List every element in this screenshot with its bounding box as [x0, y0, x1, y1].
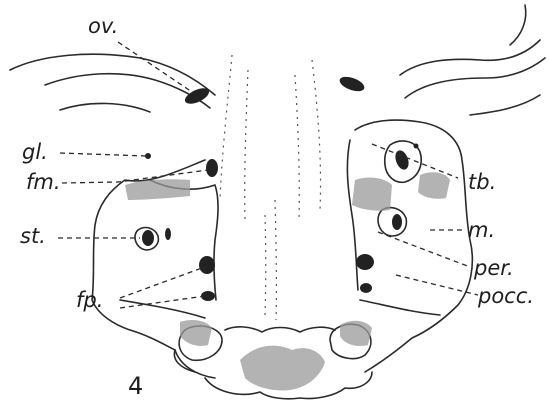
right-optic-foramen — [338, 74, 367, 94]
left-hatch-upper — [125, 179, 190, 200]
label-per: per. — [474, 258, 514, 279]
label-gl: gl. — [22, 142, 48, 163]
basioccipital-curve — [225, 327, 335, 332]
right-zygomatic-lower — [470, 95, 540, 115]
label-ov: ov. — [88, 16, 118, 37]
label-m: m. — [468, 220, 495, 241]
gl-leader — [60, 153, 146, 156]
right-hatch-ear — [352, 178, 392, 211]
label-pocc: pocc. — [478, 286, 534, 307]
left-jaw-lobe — [174, 350, 195, 372]
fp-leader-upper — [120, 268, 202, 298]
right-lower-contour — [360, 300, 440, 315]
right-top-hook — [510, 5, 526, 45]
midline-suture-right — [312, 60, 321, 210]
right-lower-foramen-upper — [356, 254, 374, 270]
right-tympanic-hole — [393, 149, 411, 172]
left-posterior-foramen-upper — [199, 256, 215, 274]
right-periotic-hole — [392, 214, 402, 230]
left-small-foramen — [165, 228, 171, 240]
right-hatch-upper — [418, 172, 450, 198]
midline-suture-center — [275, 200, 276, 320]
figure-number: 4 — [128, 374, 143, 398]
label-fm: fm. — [26, 172, 61, 193]
midline-suture-left — [220, 55, 232, 200]
left-stylomastoid-foramen — [142, 230, 154, 246]
right-zygomatic-outline — [400, 40, 540, 75]
left-zygomatic-inner — [45, 74, 210, 108]
left-hatch-occipital — [180, 320, 212, 346]
right-skull-inner — [347, 140, 358, 290]
left-zygomatic-lower — [60, 103, 150, 112]
label-st: st. — [20, 226, 46, 247]
per-leader — [378, 232, 470, 267]
midline-suture-center2 — [265, 215, 266, 315]
right-hatch-occipital — [340, 321, 372, 346]
basioccipital-hatch — [240, 346, 325, 391]
right-lower-foramen-lower — [360, 283, 372, 293]
label-tb: tb. — [468, 172, 496, 193]
left-foramen-ovale — [206, 159, 218, 177]
ov-leader — [118, 42, 192, 92]
label-fp: fp. — [76, 290, 103, 311]
midline-suture-left2 — [245, 70, 248, 220]
midline-suture-right2 — [295, 75, 299, 220]
left-lower-contour — [120, 300, 205, 318]
tb-marker-dot — [414, 144, 419, 149]
left-zygomatic-outline — [10, 54, 215, 95]
